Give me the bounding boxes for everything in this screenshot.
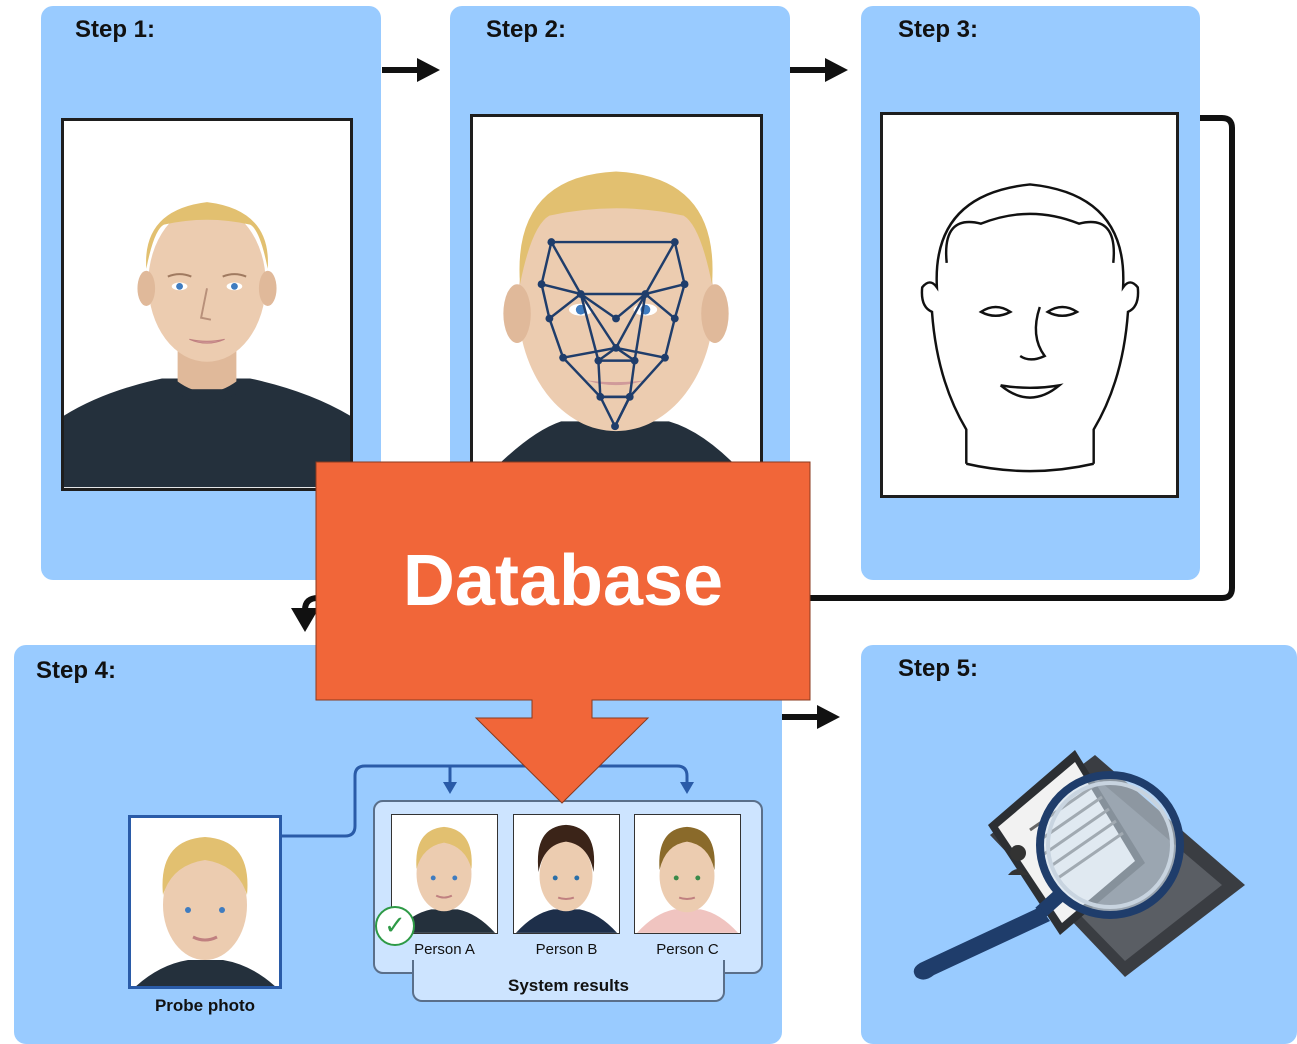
laptop-magnifier-icon	[913, 750, 1245, 980]
probe-face-image	[136, 837, 275, 986]
person-c-photo	[634, 814, 741, 934]
system-results-tab	[412, 960, 725, 1002]
person-a-label: Person A	[414, 941, 475, 958]
system-results-label: System results	[508, 976, 629, 995]
step3-drawing	[880, 112, 1179, 498]
step2-photo	[470, 114, 763, 474]
step4-label: Step 4:	[36, 657, 117, 684]
person-b-face-image	[515, 824, 618, 933]
step1-label: Step 1:	[75, 16, 156, 43]
face-mesh-image	[492, 171, 741, 471]
person-c-label: Person C	[656, 941, 719, 958]
person-a-face-image	[393, 826, 496, 933]
arrow-step3-to-step4	[302, 115, 1235, 611]
step5-label: Step 5:	[898, 655, 979, 682]
step2-label: Step 2:	[486, 16, 567, 43]
step1-photo	[61, 118, 353, 491]
step3-label: Step 3:	[898, 16, 979, 43]
portrait-image	[64, 202, 350, 488]
person-b-photo	[513, 814, 620, 934]
probe-photo	[128, 815, 282, 989]
face-outline-image	[920, 183, 1140, 473]
probe-photo-label: Probe photo	[154, 996, 256, 1015]
match-check-icon: ✓	[375, 906, 415, 946]
database-label: Database	[402, 541, 724, 621]
person-c-face-image	[636, 826, 739, 933]
person-b-label: Person B	[535, 941, 598, 958]
